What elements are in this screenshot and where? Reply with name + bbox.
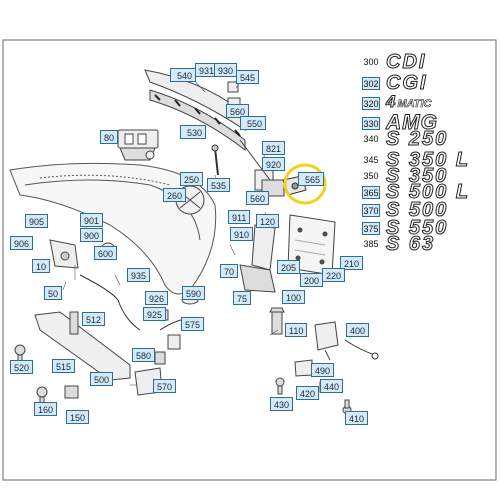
- callout-205[interactable]: 205: [277, 260, 301, 274]
- emblem-text: S 350 L: [385, 149, 471, 171]
- strut-535: [211, 144, 219, 176]
- callout-200[interactable]: 200: [300, 273, 324, 287]
- emblem-code[interactable]: 302: [362, 76, 380, 90]
- fasteners-left: [36, 385, 79, 406]
- emblem-code[interactable]: 330: [362, 116, 380, 130]
- emblem-text: 4MATIC: [385, 92, 432, 112]
- emblem-row-365: 365 S 500 L: [362, 181, 471, 203]
- callout-160[interactable]: 160: [34, 402, 58, 416]
- callout-920[interactable]: 920: [262, 157, 286, 171]
- callout-520[interactable]: 520: [10, 360, 34, 374]
- emblem-text: S 500 L: [385, 181, 471, 203]
- callout-906[interactable]: 906: [10, 236, 34, 250]
- emblem-text: S 250: [385, 128, 449, 150]
- hinge-120: [239, 224, 276, 293]
- bracket-400: [314, 321, 339, 361]
- emblem-text: S 500: [385, 199, 449, 221]
- callout-545[interactable]: 545: [236, 70, 260, 84]
- emblem-code[interactable]: 375: [362, 221, 380, 235]
- emblem-row-385: 385 S 63: [362, 233, 436, 255]
- callout-901[interactable]: 901: [80, 213, 104, 227]
- callout-75[interactable]: 75: [233, 291, 252, 305]
- callout-905[interactable]: 905: [25, 214, 49, 228]
- diagram-border: [2, 39, 497, 481]
- callout-900[interactable]: 900: [80, 228, 104, 242]
- emblem-row-350: 350 S 350: [362, 165, 449, 187]
- callout-935[interactable]: 935: [127, 268, 151, 282]
- callout-440[interactable]: 440: [320, 379, 344, 393]
- callout-210[interactable]: 210: [340, 256, 364, 270]
- callout-150[interactable]: 150: [66, 410, 90, 424]
- emblem-row-330: 330 AMG: [362, 111, 438, 134]
- callout-600[interactable]: 600: [94, 246, 118, 260]
- highlight-ring: [283, 163, 327, 205]
- callout-80[interactable]: 80: [100, 130, 119, 144]
- callout-910[interactable]: 910: [230, 227, 254, 241]
- callout-400[interactable]: 400: [346, 323, 370, 337]
- callout-512[interactable]: 512: [82, 312, 106, 326]
- callout-515[interactable]: 515: [52, 359, 76, 373]
- emblem-code[interactable]: 340: [363, 133, 379, 144]
- callout-500[interactable]: 500: [90, 372, 114, 386]
- emblem-row-370: 370 S 500: [362, 199, 449, 221]
- callout-821[interactable]: 821: [262, 141, 286, 155]
- emblem-text: CGI: [386, 72, 428, 94]
- emblem-row-302: 302 CGI: [362, 72, 428, 94]
- callout-560[interactable]: 560: [246, 191, 270, 205]
- emblem-code[interactable]: 350: [363, 170, 379, 181]
- callout-250[interactable]: 250: [180, 172, 204, 186]
- callout-570[interactable]: 570: [153, 379, 177, 393]
- callout-560-top[interactable]: 560: [226, 104, 250, 118]
- emblem-code[interactable]: 300: [363, 56, 379, 67]
- emblem-code[interactable]: 320: [362, 96, 380, 110]
- emblem-row-375: 375 S 550: [362, 217, 449, 239]
- callout-930[interactable]: 930: [214, 63, 238, 77]
- callout-565[interactable]: 565: [298, 172, 324, 186]
- cables: [79, 274, 379, 360]
- callout-550[interactable]: 550: [240, 116, 266, 130]
- callout-490[interactable]: 490: [311, 363, 335, 377]
- emblem-code[interactable]: 365: [362, 185, 380, 199]
- emblem-row-300: 300 CDI: [362, 51, 427, 73]
- callout-931[interactable]: 931: [195, 63, 219, 77]
- emblem-text: S 350: [385, 165, 449, 187]
- callout-535[interactable]: 535: [207, 178, 231, 192]
- callout-410[interactable]: 410: [345, 411, 369, 425]
- emblem-text: S 550: [385, 217, 449, 239]
- callout-50[interactable]: 50: [44, 286, 63, 300]
- callout-100[interactable]: 100: [282, 290, 306, 304]
- emblem-code[interactable]: 345: [363, 154, 379, 165]
- emblem-code[interactable]: 370: [362, 203, 380, 217]
- emblem-row-340: 340 S 250: [362, 128, 449, 150]
- callout-575[interactable]: 575: [181, 317, 205, 331]
- emblem-code[interactable]: 385: [363, 238, 379, 249]
- callout-430[interactable]: 430: [270, 397, 294, 411]
- callout-580[interactable]: 580: [132, 348, 156, 362]
- callout-420[interactable]: 420: [296, 386, 320, 400]
- callout-110[interactable]: 110: [285, 323, 308, 337]
- callout-926[interactable]: 926: [145, 291, 169, 305]
- emblem-text: S 63: [385, 233, 436, 255]
- callout-530[interactable]: 530: [180, 125, 206, 139]
- callout-120[interactable]: 120: [256, 214, 280, 228]
- callout-911[interactable]: 911: [228, 210, 251, 224]
- bolt-110: [269, 307, 285, 335]
- callout-220[interactable]: 220: [322, 268, 346, 282]
- emblem-text: CDI: [385, 51, 427, 73]
- callout-10[interactable]: 10: [32, 259, 51, 273]
- emblem-row-320: 320 4MATIC: [362, 92, 432, 113]
- callout-70[interactable]: 70: [220, 264, 239, 278]
- callout-540[interactable]: 540: [170, 68, 196, 82]
- emblem-text: AMG: [386, 111, 438, 134]
- callout-260[interactable]: 260: [163, 188, 187, 202]
- emblem-row-345: 345 S 350 L: [362, 149, 471, 171]
- callout-925[interactable]: 925: [143, 307, 167, 321]
- callout-590[interactable]: 590: [182, 286, 206, 300]
